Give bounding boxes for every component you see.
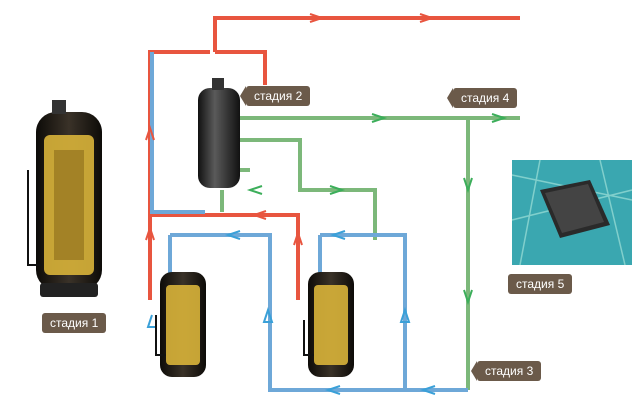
stage-5-label: стадия 5 bbox=[508, 274, 573, 294]
suction-lines bbox=[150, 52, 468, 392]
big-compressor-icon bbox=[27, 100, 102, 297]
stage-2-label: стадия 2 bbox=[246, 86, 311, 106]
microchip-icon bbox=[511, 159, 633, 266]
stage-1-label: стадия 1 bbox=[42, 313, 107, 333]
liquid-lines bbox=[220, 116, 520, 390]
stage-3-label: стадия 3 bbox=[477, 361, 542, 381]
flow-arrows bbox=[145, 13, 508, 395]
compressor-left-icon bbox=[155, 272, 206, 377]
stage-4-label: стадия 4 bbox=[453, 88, 518, 108]
oil-separator-icon bbox=[198, 78, 240, 188]
compressor-right-icon bbox=[303, 272, 354, 377]
